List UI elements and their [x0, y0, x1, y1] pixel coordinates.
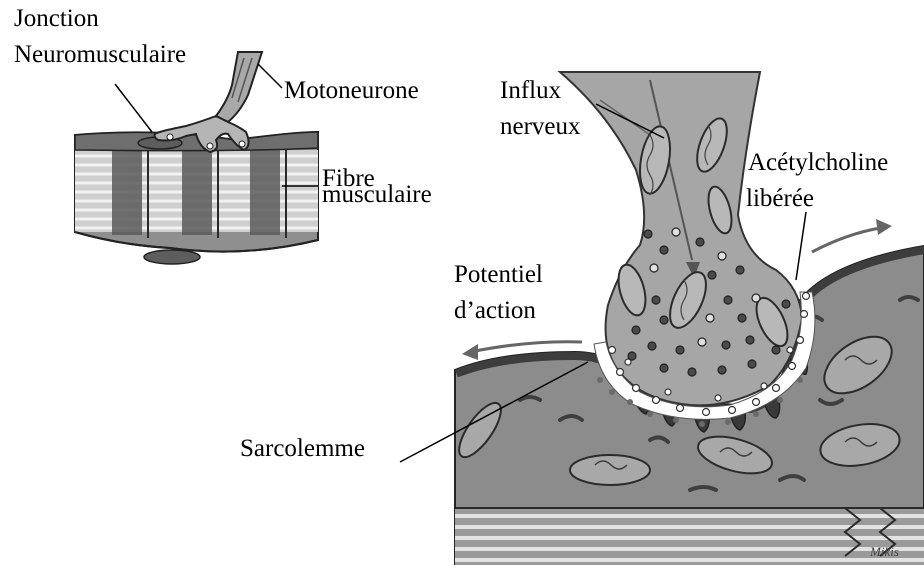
label-acetylcholine: Acétylcholine: [748, 146, 888, 179]
myofibril-stripes: [75, 150, 320, 238]
muscle-fiber-overview: [75, 132, 320, 264]
label-daction: d’action: [454, 294, 536, 327]
nucleus: [144, 250, 200, 264]
label-sarcolemme: Sarcolemme: [240, 432, 365, 465]
leader-line-jonction: [115, 84, 152, 132]
propagation-arrow-right: [812, 219, 892, 252]
label-neuromusculaire: Neuromusculaire: [14, 38, 186, 71]
label-potentiel: Potentiel: [454, 258, 543, 291]
leader-line-acetylcholine: [796, 212, 806, 280]
label-jonction: Jonction: [14, 2, 99, 35]
leader-line-motoneurone: [258, 64, 282, 88]
label-influx: Influx: [500, 74, 561, 107]
label-musculaire: musculaire: [322, 178, 432, 211]
label-liberee: libérée: [746, 182, 814, 215]
label-nerveux: nerveux: [500, 110, 581, 143]
label-motoneurone: Motoneurone: [284, 74, 419, 107]
artist-signature: Mikis: [869, 544, 899, 559]
